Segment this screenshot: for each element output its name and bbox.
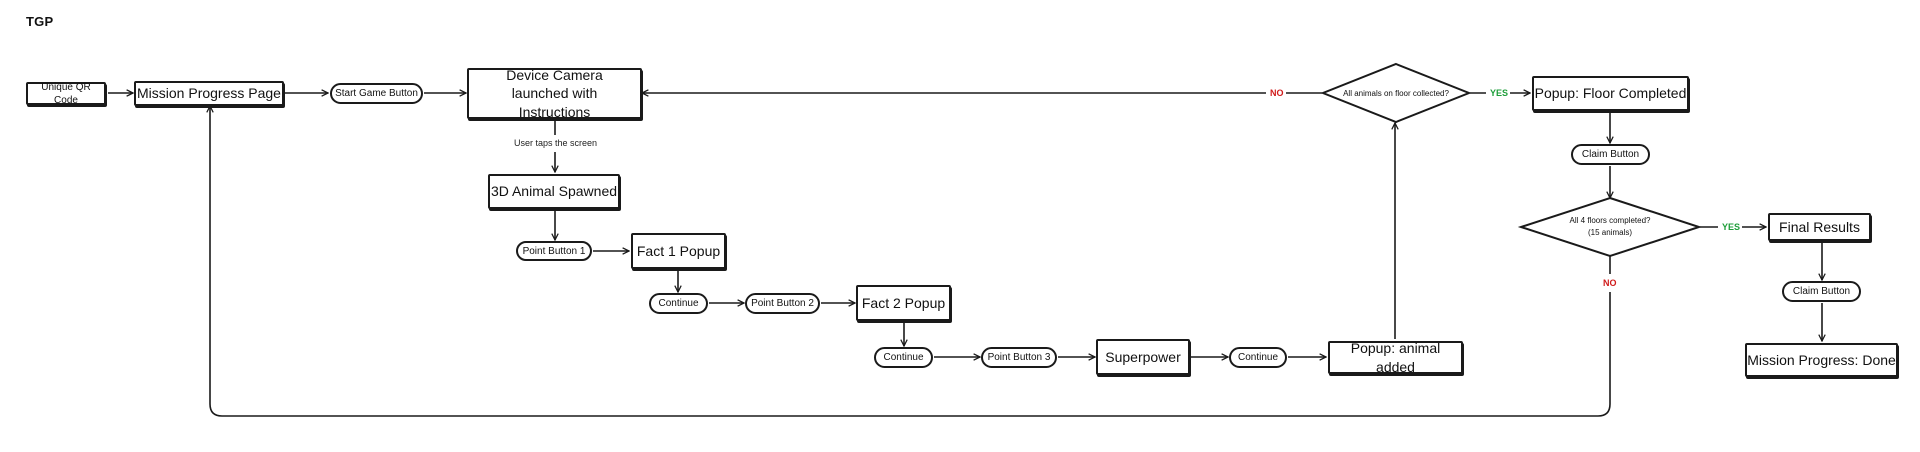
node-popup-animal-added[interactable]: Popup: animal added (1328, 340, 1463, 375)
node-claim-button-1[interactable]: Claim Button (1571, 144, 1650, 165)
node-point-button-1[interactable]: Point Button 1 (516, 241, 592, 261)
node-3d-animal-spawned[interactable]: 3D Animal Spawned (488, 174, 620, 209)
node-point-button-3[interactable]: Point Button 3 (981, 347, 1057, 368)
decision-animals-collected[interactable]: All animals on floor collected? (1343, 88, 1449, 98)
decision-animals-collected-shape (1320, 62, 1472, 124)
node-fact-1-popup[interactable]: Fact 1 Popup (631, 233, 726, 269)
node-continue-3[interactable]: Continue (1229, 347, 1287, 368)
node-point-button-2[interactable]: Point Button 2 (745, 293, 820, 314)
edge-label-yes-2: YES (1722, 222, 1741, 232)
node-unique-qr-code[interactable]: Unique QR Code (26, 82, 106, 106)
node-popup-floor-completed[interactable]: Popup: Floor Completed (1532, 76, 1689, 111)
edge-decision2-no-loop (210, 106, 1611, 417)
node-mission-progress-done[interactable]: Mission Progress: Done (1745, 343, 1898, 377)
node-superpower[interactable]: Superpower (1096, 339, 1190, 375)
node-final-results[interactable]: Final Results (1768, 213, 1871, 241)
edge-label-no-2: NO (1603, 278, 1617, 288)
decision-floors-line2: (15 animals) (1587, 228, 1632, 237)
edge-label-no-1: NO (1270, 88, 1284, 98)
decision-floors-completed[interactable]: All 4 floors completed? (15 animals) (1556, 213, 1664, 241)
node-continue-2[interactable]: Continue (874, 347, 933, 368)
edge-label-user-taps: User taps the screen (514, 138, 598, 148)
node-device-camera[interactable]: Device Camera launched with Instructions (467, 67, 642, 120)
decision-floors-completed-shape (1517, 196, 1703, 258)
decision-floors-line1: All 4 floors completed? (1569, 216, 1651, 225)
node-claim-button-2[interactable]: Claim Button (1782, 281, 1861, 302)
page-title: TGP (26, 14, 54, 29)
node-start-game-button[interactable]: Start Game Button (330, 83, 423, 104)
node-mission-progress-page[interactable]: Mission Progress Page (134, 81, 284, 106)
edge-label-yes-1: YES (1490, 88, 1509, 98)
node-continue-1[interactable]: Continue (649, 293, 708, 314)
node-fact-2-popup[interactable]: Fact 2 Popup (856, 285, 951, 321)
